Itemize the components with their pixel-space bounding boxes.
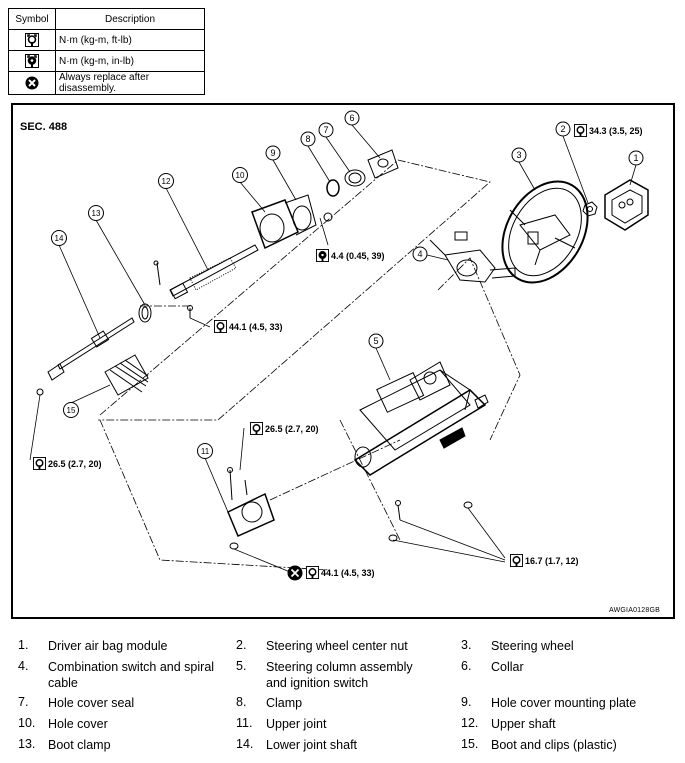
torque-spec: 16.7 (1.7, 12) <box>510 554 579 567</box>
legend-item: 10.Hole cover <box>18 716 108 731</box>
legend-item: 6.Collar <box>461 659 524 674</box>
symbol-description: Always replace after disassembly. <box>55 71 205 95</box>
legend-item: 1.Driver air bag module <box>18 638 168 653</box>
leader-lines <box>29 124 637 573</box>
legend-item: 5.Steering column assembly and ignition … <box>236 659 413 690</box>
parts-legend: 1.Driver air bag module 2.Steering wheel… <box>14 638 674 758</box>
torque-wrench-inlb-icon <box>316 249 329 262</box>
svg-text:7: 7 <box>323 125 328 135</box>
legend-item: 7.Hole cover seal <box>18 695 135 710</box>
torque-wrench-ftlb-icon <box>25 33 39 47</box>
callout-11: 11 <box>197 443 213 459</box>
symbol-row: N·m (kg-m, ft-lb) <box>8 29 205 51</box>
legend-item: 2.Steering wheel center nut <box>236 638 408 653</box>
diagram-frame <box>11 103 675 619</box>
legend-item: 11.Upper joint <box>236 716 327 731</box>
symbol-table: Symbol Description N·m (kg-m, ft-lb) N·m… <box>8 8 205 95</box>
torque-spec: 44.1 (4.5, 33) <box>306 566 375 579</box>
svg-text:14: 14 <box>55 234 64 243</box>
svg-text:10: 10 <box>236 171 245 180</box>
svg-text:8: 8 <box>305 134 310 144</box>
callout-5: 5 <box>368 333 384 349</box>
legend-item: 14.Lower joint shaft <box>236 737 358 752</box>
section-label: SEC. 488 <box>20 121 68 133</box>
svg-text:2: 2 <box>560 124 565 134</box>
assembly-boundary-lines <box>98 159 521 571</box>
svg-text:13: 13 <box>92 209 101 218</box>
callout-12: 12 <box>158 173 174 189</box>
legend-row: 4.Combination switch and spiral cable 5.… <box>14 659 674 695</box>
steering-wheel <box>501 180 589 284</box>
callouts: 1 2 3 4 5 6 7 8 9 10 11 12 13 14 15 <box>51 110 644 459</box>
symbol-row: Always replace after disassembly. <box>8 71 205 95</box>
torque-wrench-ftlb-icon <box>214 320 227 333</box>
callout-7: 7 <box>318 122 334 138</box>
legend-item: 4.Combination switch and spiral cable <box>18 659 215 690</box>
legend-row: 7.Hole cover seal 8.Clamp 9.Hole cover m… <box>14 695 674 716</box>
boot <box>104 354 149 396</box>
svg-text:5: 5 <box>373 336 378 346</box>
callout-3: 3 <box>511 147 527 163</box>
svg-text:6: 6 <box>349 113 354 123</box>
torque-spec: 4.4 (0.45, 39) <box>316 249 385 262</box>
svg-text:3: 3 <box>516 150 521 160</box>
torque-spec: 26.5 (2.7, 20) <box>33 457 102 470</box>
steering-column-assembly <box>353 361 489 476</box>
legend-row: 1.Driver air bag module 2.Steering wheel… <box>14 638 674 659</box>
svg-text:1: 1 <box>633 153 638 163</box>
legend-row: 10.Hole cover 11.Upper joint 12.Upper sh… <box>14 716 674 737</box>
torque-spec: 26.5 (2.7, 20) <box>250 422 319 435</box>
upper-shaft <box>153 244 259 318</box>
replace-x-icon <box>287 565 303 581</box>
svg-text:9: 9 <box>270 148 275 158</box>
torque-wrench-ftlb-icon <box>510 554 523 567</box>
callout-2: 2 <box>555 121 571 137</box>
combination-switch <box>429 231 516 283</box>
callout-4: 4 <box>412 246 428 262</box>
center-nut <box>582 201 598 217</box>
torque-wrench-ftlb-icon <box>574 124 587 137</box>
boot-clamp <box>138 303 152 323</box>
replace-x-icon <box>25 76 39 90</box>
torque-spec: 34.3 (3.5, 25) <box>574 124 643 137</box>
torque-wrench-ftlb-icon <box>33 457 46 470</box>
legend-row: 13.Boot clamp 14.Lower joint shaft 15.Bo… <box>14 737 674 758</box>
callout-1: 1 <box>628 150 644 166</box>
legend-item: 3.Steering wheel <box>461 638 574 653</box>
collar-seal-clamp <box>326 149 399 197</box>
torque-wrench-inlb-icon <box>25 54 39 68</box>
torque-wrench-ftlb-icon <box>250 422 263 435</box>
svg-text:15: 15 <box>67 406 76 415</box>
hole-cover <box>251 194 333 250</box>
mounting-bolts <box>388 500 473 542</box>
callout-9: 9 <box>265 145 281 161</box>
callout-6: 6 <box>344 110 360 126</box>
callout-8: 8 <box>300 131 316 147</box>
svg-text:11: 11 <box>201 447 210 456</box>
lower-joint-shaft <box>36 317 135 396</box>
torque-wrench-ftlb-icon <box>306 566 319 579</box>
callout-13: 13 <box>88 205 104 221</box>
figure-code: AWGIA0128GB <box>609 607 660 614</box>
callout-15: 15 <box>63 402 79 418</box>
svg-text:12: 12 <box>162 177 171 186</box>
legend-item: 15.Boot and clips (plastic) <box>461 737 617 752</box>
legend-item: 8.Clamp <box>236 695 303 710</box>
legend-item: 9.Hole cover mounting plate <box>461 695 637 710</box>
svg-text:4: 4 <box>417 249 422 259</box>
legend-item: 12.Upper shaft <box>461 716 556 731</box>
legend-item: 13.Boot clamp <box>18 737 111 752</box>
upper-joint <box>227 467 275 550</box>
air-bag-module <box>604 179 649 231</box>
torque-spec: 44.1 (4.5, 33) <box>214 320 283 333</box>
callout-10: 10 <box>232 167 248 183</box>
callout-14: 14 <box>51 230 67 246</box>
